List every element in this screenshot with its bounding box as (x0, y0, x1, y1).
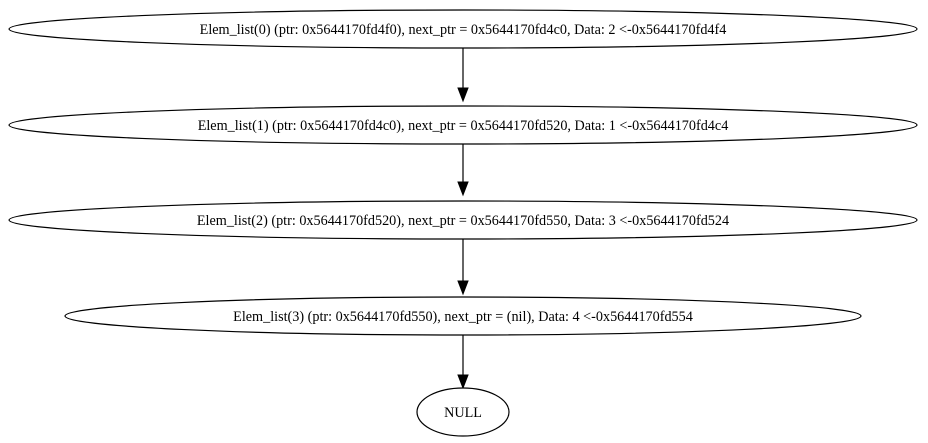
node-elem-2-label: Elem_list(2) (ptr: 0x5644170fd520), next… (197, 213, 729, 229)
edge-elem-3-to-null (457, 335, 469, 390)
node-elem-0: Elem_list(0) (ptr: 0x5644170fd4f0), next… (8, 9, 918, 49)
node-null-ellipse (416, 387, 510, 437)
node-elem-3: Elem_list(3) (ptr: 0x5644170fd550), next… (64, 296, 862, 336)
arrowhead-icon (457, 280, 469, 296)
edge-elem-0-to-elem-1 (457, 48, 469, 103)
edge-elem-2-to-elem-3 (457, 239, 469, 296)
arrowhead-icon (457, 374, 469, 390)
node-elem-1: Elem_list(1) (ptr: 0x5644170fd4c0), next… (8, 105, 918, 145)
node-null-label: NULL (444, 405, 482, 421)
edge-elem-1-to-elem-2 (457, 144, 469, 197)
node-elem-1-label: Elem_list(1) (ptr: 0x5644170fd4c0), next… (198, 118, 729, 134)
node-null: NULL (416, 387, 510, 437)
node-elem-3-label: Elem_list(3) (ptr: 0x5644170fd550), next… (233, 309, 693, 325)
arrowhead-icon (457, 181, 469, 197)
node-elem-2: Elem_list(2) (ptr: 0x5644170fd520), next… (8, 200, 918, 240)
arrowhead-icon (457, 87, 469, 103)
node-elem-0-label: Elem_list(0) (ptr: 0x5644170fd4f0), next… (200, 22, 727, 38)
